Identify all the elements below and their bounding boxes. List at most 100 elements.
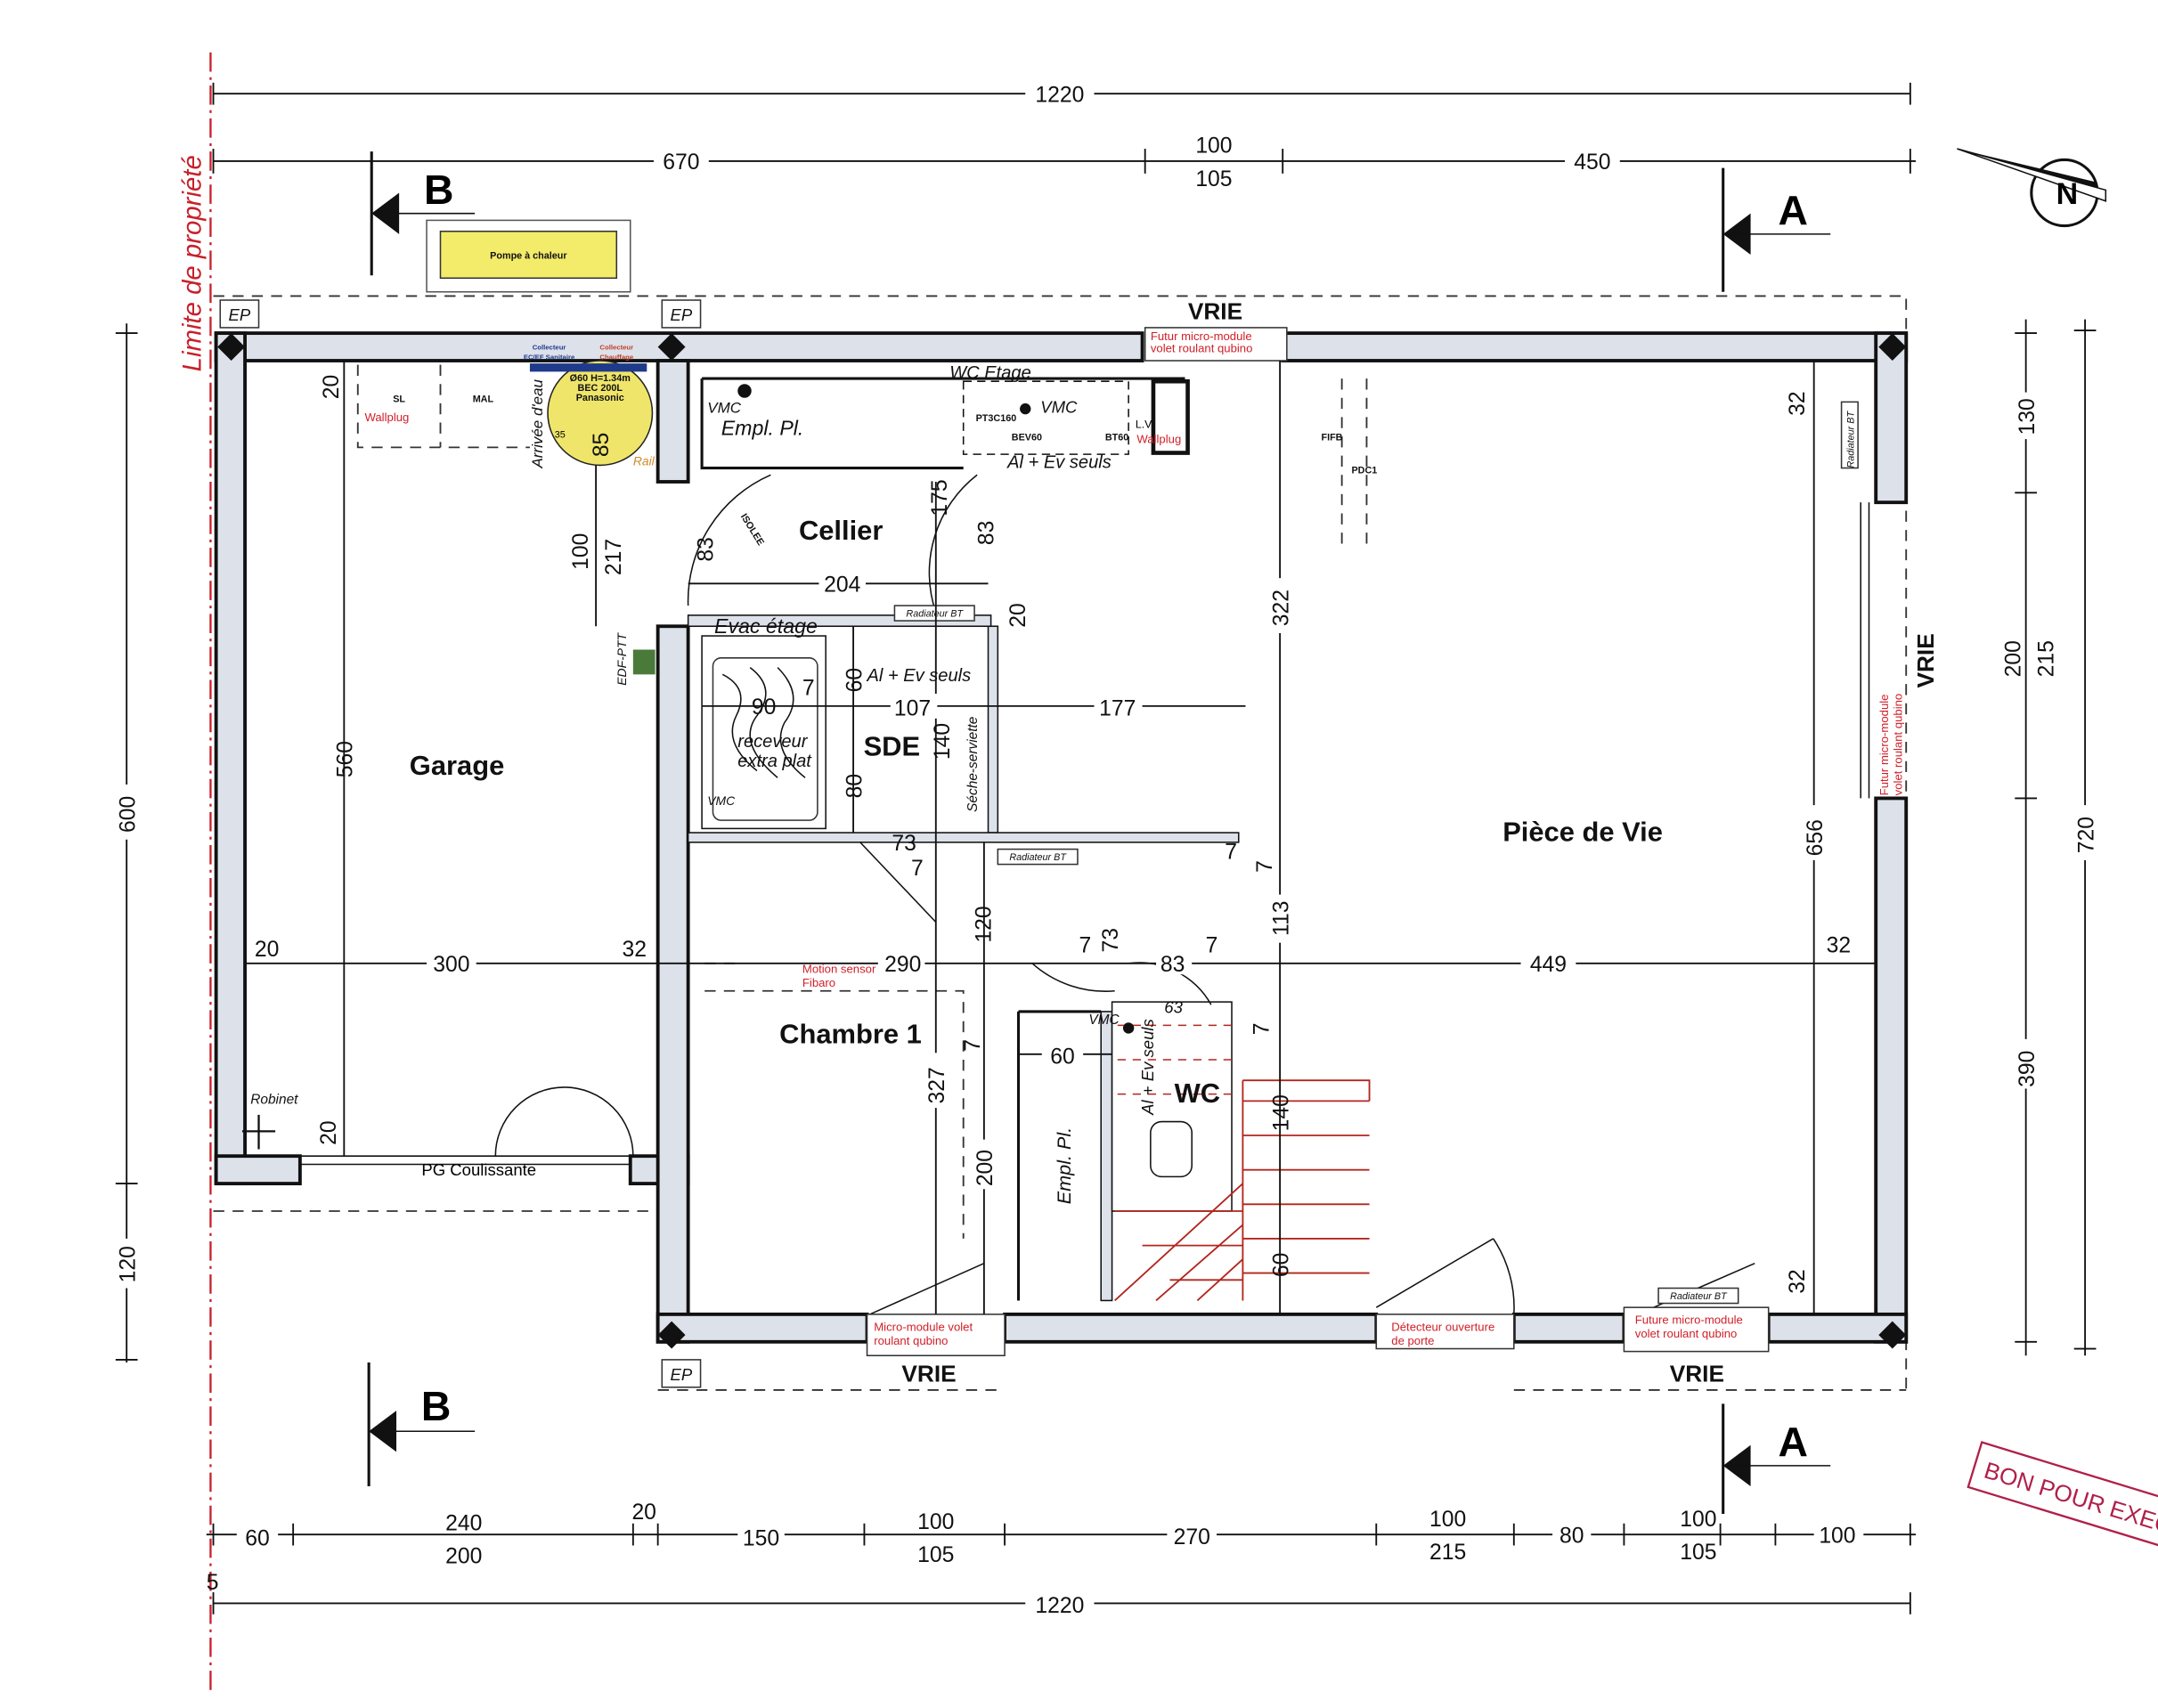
svg-text:60: 60 xyxy=(1269,1253,1293,1278)
svg-text:83: 83 xyxy=(975,521,999,545)
svg-text:Pompe à chaleur: Pompe à chaleur xyxy=(490,251,567,262)
collecteur-ecef-2: EC/EF Sanitaire xyxy=(524,353,575,361)
approval-stamp: BON POUR EXECU xyxy=(1967,1441,2158,1566)
svg-text:327: 327 xyxy=(925,1067,949,1103)
staircase xyxy=(1114,1024,1371,1302)
svg-text:83: 83 xyxy=(694,537,718,562)
svg-text:670: 670 xyxy=(663,150,699,175)
svg-text:N: N xyxy=(2056,177,2079,211)
room-piece-de-vie: Pièce de Vie xyxy=(1502,816,1663,847)
svg-text:120: 120 xyxy=(116,1246,140,1282)
svg-text:120: 120 xyxy=(973,906,997,942)
collecteur-ecef: Collecteur xyxy=(533,344,566,352)
wallplug-wc: Wallplug xyxy=(1136,433,1181,446)
vmc-label-sde: VMC xyxy=(707,793,736,808)
svg-text:5: 5 xyxy=(207,1571,219,1595)
partitions xyxy=(356,364,1368,1302)
svg-text:390: 390 xyxy=(2015,1051,2040,1087)
room-garage: Garage xyxy=(410,750,504,781)
svg-text:150: 150 xyxy=(743,1527,779,1551)
mal-label: MAL xyxy=(473,394,494,404)
svg-text:EP: EP xyxy=(671,1365,693,1384)
svg-text:100: 100 xyxy=(1680,1508,1716,1532)
property-limit-label: Limite de propriété xyxy=(178,155,208,371)
svg-text:90: 90 xyxy=(752,695,777,720)
pg-coulissante-label: PG Coulissante xyxy=(421,1160,536,1179)
section-mark-b-top: B xyxy=(370,151,476,276)
edf-ptt-label: EDF-PTT xyxy=(615,632,629,686)
svg-text:35: 35 xyxy=(555,430,566,441)
svg-text:107: 107 xyxy=(894,697,931,721)
svg-text:73: 73 xyxy=(1099,928,1123,953)
svg-text:217: 217 xyxy=(602,539,626,575)
empl-pl-chambre: Empl. Pl. xyxy=(1053,1127,1075,1205)
svg-text:7: 7 xyxy=(1250,1022,1274,1035)
svg-text:A: A xyxy=(1779,187,1808,233)
svg-text:100: 100 xyxy=(917,1510,954,1534)
svg-text:177: 177 xyxy=(1099,697,1136,721)
svg-text:Panasonic: Panasonic xyxy=(576,393,624,403)
svg-text:140: 140 xyxy=(1269,1094,1293,1131)
svg-text:100: 100 xyxy=(1429,1508,1466,1532)
svg-text:20: 20 xyxy=(320,375,344,400)
motion-sensor-2: Fibaro xyxy=(802,976,835,989)
room-cellier: Cellier xyxy=(799,515,883,546)
svg-text:105: 105 xyxy=(917,1543,954,1567)
svg-text:270: 270 xyxy=(1174,1525,1210,1549)
svg-text:450: 450 xyxy=(1574,150,1610,175)
wallplug-garage: Wallplug xyxy=(364,411,409,424)
heat-pump: Pompe à chaleur xyxy=(426,219,631,293)
svg-text:60: 60 xyxy=(1050,1045,1075,1070)
water-heater: Ø60 H=1.34m BEC 200L Panasonic xyxy=(547,360,654,467)
svg-text:32: 32 xyxy=(1827,933,1852,957)
interior-dimension-lines xyxy=(245,361,1877,1314)
room-wc: WC xyxy=(1175,1078,1220,1109)
svg-text:60: 60 xyxy=(245,1527,270,1551)
receveur-label-1: receveur xyxy=(737,732,808,752)
collecteur-chauffage: Collecteur xyxy=(599,344,633,352)
svg-text:140: 140 xyxy=(931,723,955,760)
svg-text:113: 113 xyxy=(1269,901,1293,936)
svg-text:7: 7 xyxy=(1206,933,1218,957)
svg-text:EP: EP xyxy=(229,305,251,324)
sl-label: SL xyxy=(393,394,405,404)
ep-markers: EP EP EP xyxy=(219,299,702,1388)
al-ev-label-top: Al + Ev seuls xyxy=(1006,453,1112,473)
right-dimensions: 130 200 215 390 720 xyxy=(2001,319,2099,1356)
detecteur-2: de porte xyxy=(1391,1334,1434,1347)
svg-text:322: 322 xyxy=(1269,590,1293,626)
evac-etage-label: Evac étage xyxy=(714,614,818,638)
pt3c160-label: PT3C160 xyxy=(976,413,1017,424)
svg-text:60: 60 xyxy=(843,668,867,692)
svg-text:63: 63 xyxy=(1164,997,1183,1016)
collecteur-chauffage-2: Chauffage xyxy=(599,353,633,361)
futur-module-right-1: Futur micro-module xyxy=(1877,695,1891,796)
svg-text:290: 290 xyxy=(884,953,921,977)
svg-text:20: 20 xyxy=(1006,603,1030,628)
svg-text:175: 175 xyxy=(928,479,952,516)
svg-text:7: 7 xyxy=(961,1039,985,1052)
wc-etage-label: WC Etage xyxy=(949,363,1030,383)
future-module-2: volet roulant qubino xyxy=(1635,1327,1738,1340)
left-dimensions: 600 120 xyxy=(112,323,141,1362)
svg-text:85: 85 xyxy=(590,433,614,457)
svg-text:20: 20 xyxy=(317,1120,341,1145)
svg-text:560: 560 xyxy=(334,741,358,777)
receveur-label-2: extra plat xyxy=(737,752,812,771)
robinet-label: Robinet xyxy=(250,1092,298,1107)
fifb-label: FIFB xyxy=(1321,433,1342,443)
svg-text:1220: 1220 xyxy=(1035,84,1084,108)
section-mark-a-top: A xyxy=(1722,167,1831,292)
svg-text:B: B xyxy=(421,1383,451,1429)
bottom-dimensions: 60 240 200 20 150 100 105 270 100 215 80… xyxy=(206,1501,1917,1618)
detecteur-1: Détecteur ouverture xyxy=(1391,1320,1494,1333)
walls xyxy=(214,331,1909,1349)
svg-text:100: 100 xyxy=(569,533,593,570)
svg-text:105: 105 xyxy=(1680,1541,1716,1565)
svg-text:7: 7 xyxy=(1079,933,1092,957)
empl-pl-cellier: Empl. Pl. xyxy=(721,416,804,439)
svg-text:80: 80 xyxy=(1559,1524,1584,1548)
svg-text:20: 20 xyxy=(631,1501,656,1525)
bt60-label: BT60 xyxy=(1105,433,1128,443)
arrivee-eau-label: Arrivée d'eau xyxy=(529,378,546,468)
